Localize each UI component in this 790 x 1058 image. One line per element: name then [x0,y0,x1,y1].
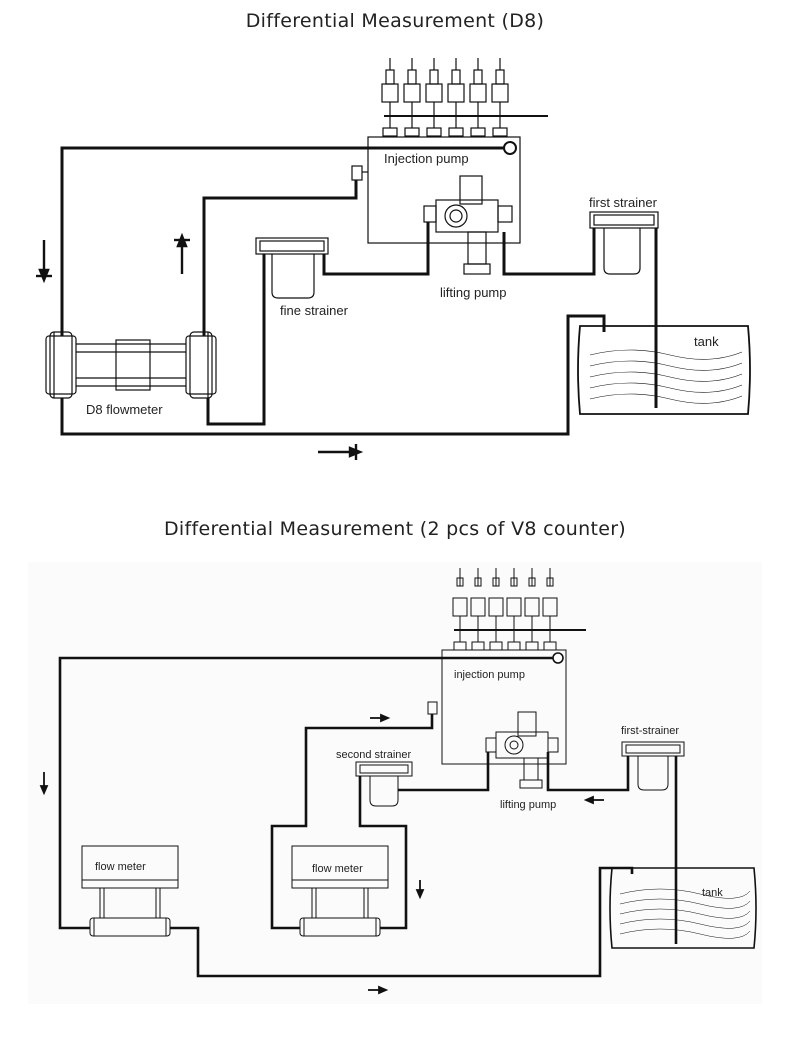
d8-injectors [381,58,548,137]
d8-injection-pump-box [367,136,521,244]
d8-piping [60,146,658,436]
v8-flow-meter-right-label: flow meter [312,863,363,875]
v8-arrow-right-top [370,713,391,723]
v8-lifting-pump [485,711,559,789]
v8-tank [609,867,757,949]
injector [425,58,443,137]
d8-arrow-right [318,444,364,460]
injector [491,58,509,137]
d8-diagram [36,58,751,460]
v8-tank-label: tank [702,887,723,899]
injector [381,58,399,137]
v8-arrow-right-bottom [368,985,389,995]
v8-first-strainer-label: first-strainer [621,725,679,737]
title-v8: Differential Measurement (2 pcs of V8 co… [163,518,627,540]
d8-lifting-pump [423,175,513,275]
v8-injectors [452,568,586,651]
v8-first-strainer [621,741,685,791]
d8-injection-pump-label: Injection pump [384,151,469,166]
v8-lifting-pump-label: lifting pump [500,799,556,811]
v8-diagram-background [28,562,762,1004]
d8-arrow-up [174,232,190,274]
injector [469,58,487,137]
v8-return-port [552,652,564,664]
d8-tank-label: tank [694,334,719,349]
v8-injection-pump-label: injection pump [454,669,525,681]
v8-arrow-down-left [39,772,49,796]
d8-lifting-pump-label: lifting pump [440,285,506,300]
d8-fine-strainer-label: fine strainer [280,303,349,318]
d8-arrow-down [36,240,52,284]
v8-second-strainer-label: second strainer [336,749,412,761]
d8-first-strainer [589,211,659,275]
d8-return-port [503,141,517,155]
injector [403,58,421,137]
v8-flow-meter-left-label: flow meter [95,861,146,873]
d8-flowmeter [45,331,217,399]
d8-tank [577,325,751,415]
d8-inlet-port [351,165,363,181]
d8-fine-strainer [255,237,329,299]
title-d8: Differential Measurement (D8) [245,10,545,32]
v8-piping [58,656,678,978]
v8-arrow-left [583,795,604,805]
v8-arrow-down-right [415,880,425,900]
injector [470,568,486,651]
injector [447,58,465,137]
d8-first-strainer-label: first strainer [589,195,658,210]
v8-second-strainer [355,761,413,807]
v8-diagram [39,568,757,995]
v8-injection-pump-box [441,649,567,765]
d8-flowmeter-label: D8 flowmeter [86,402,163,417]
